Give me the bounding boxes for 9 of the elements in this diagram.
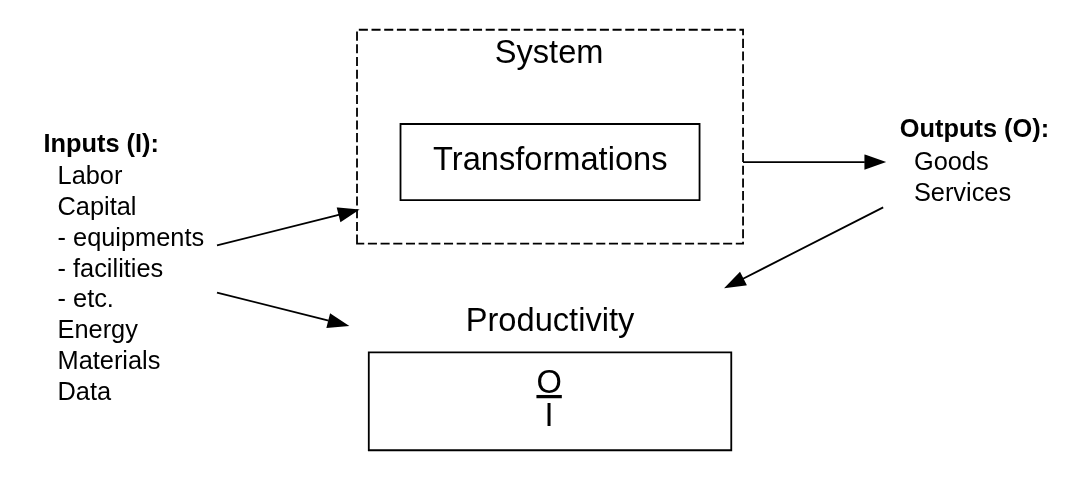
node-box: Transformations (399, 123, 701, 202)
node-box: O I (367, 351, 733, 452)
node-label: Productivity (465, 301, 635, 339)
node-text: Inputs (I): Labor Capital - equipments - facilities - etc. Energy Materials Data (43, 128, 205, 405)
arrow (742, 154, 887, 170)
arrow (216, 291, 350, 328)
arrow (216, 207, 360, 247)
node-text: Outputs (O): Goods Services (899, 114, 1050, 206)
arrow (724, 206, 885, 289)
